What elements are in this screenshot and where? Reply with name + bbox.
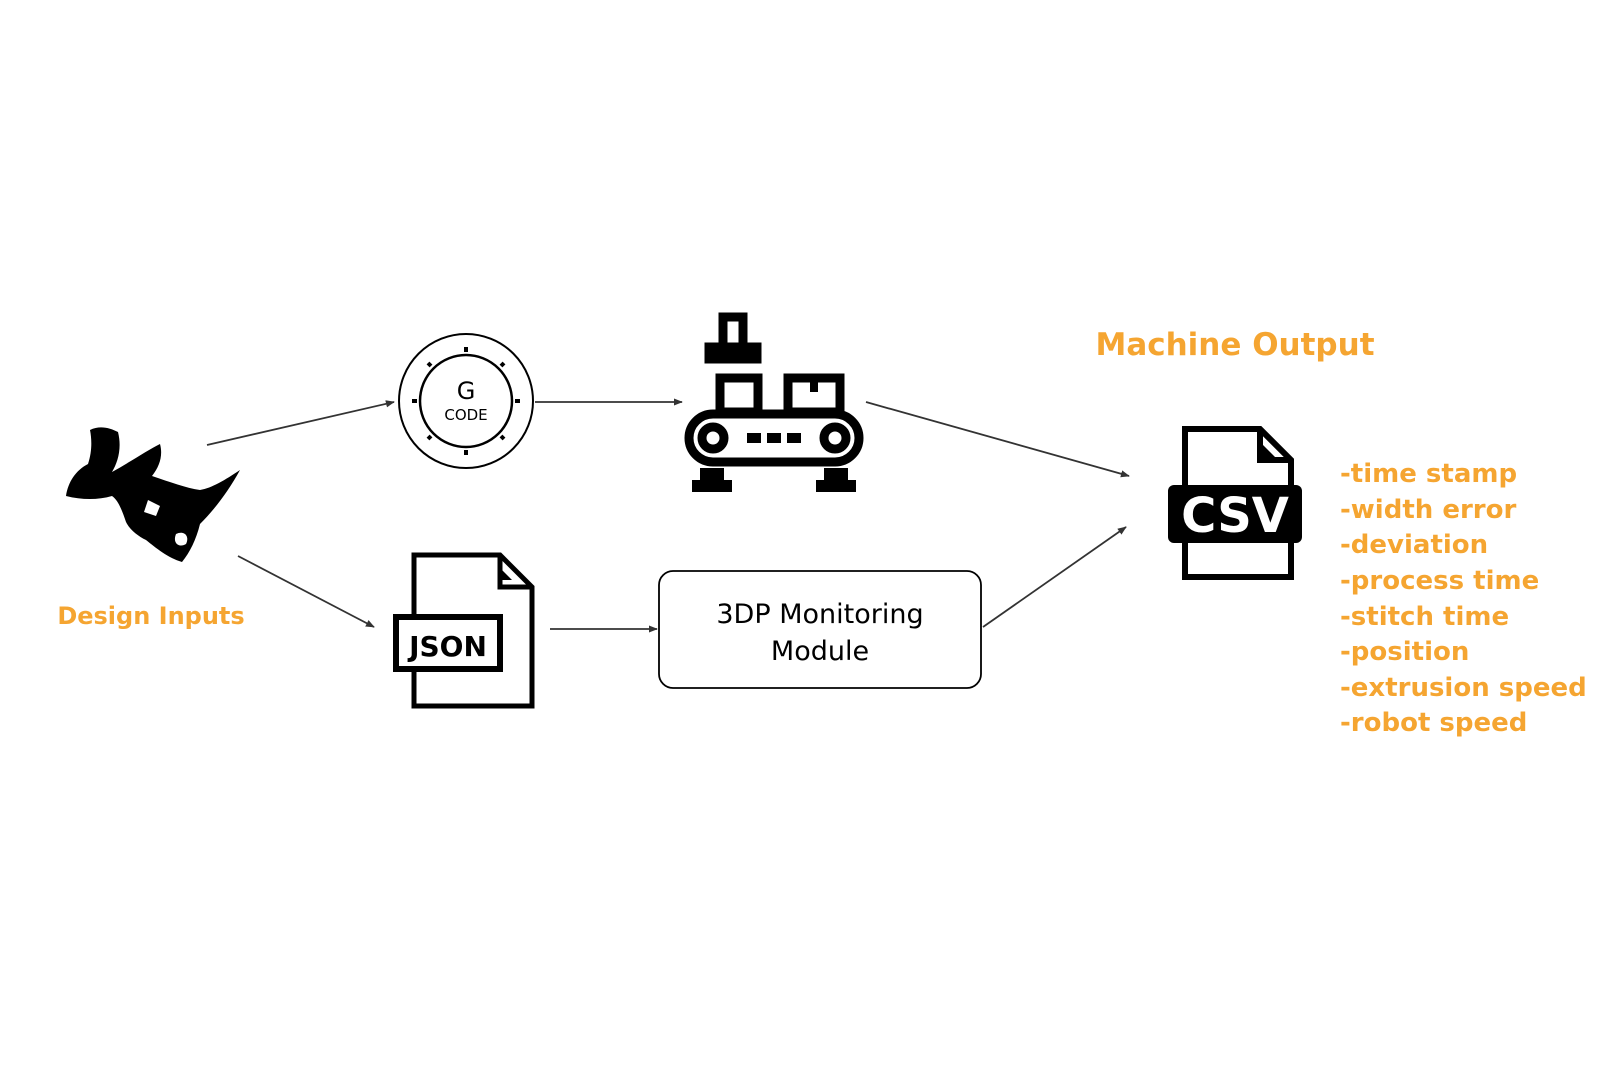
output-field: -deviation <box>1340 530 1488 560</box>
arrow-rhino-to-gcode <box>206 400 395 446</box>
arrow-rhino-to-json <box>237 555 375 628</box>
output-field: -position <box>1340 637 1469 667</box>
monitoring-module-box: 3DP Monitoring Module <box>658 570 982 689</box>
output-field: -robot speed <box>1340 708 1527 738</box>
csv-label: CSV <box>1181 488 1289 544</box>
output-field-list: -time stamp -width error -deviation -pro… <box>1340 459 1587 738</box>
gcode-letter: G <box>457 377 476 405</box>
module-line-1: 3DP Monitoring <box>716 599 923 630</box>
output-field: -time stamp <box>1340 459 1517 489</box>
module-line-2: Module <box>771 636 869 667</box>
output-field: -stitch time <box>1340 602 1509 632</box>
arrow-module-to-csv <box>982 526 1127 628</box>
rhino-icon <box>66 427 240 562</box>
gcode-icon: G CODE <box>398 333 534 469</box>
output-field: -width error <box>1340 495 1516 525</box>
design-inputs-label: Design Inputs <box>57 602 244 630</box>
machine-output-title: Machine Output <box>1095 327 1374 363</box>
conveyor-machine-icon <box>684 312 864 492</box>
output-field: -extrusion speed <box>1340 673 1587 703</box>
gcode-word: CODE <box>444 406 487 424</box>
arrow-machine-to-csv <box>865 401 1130 478</box>
output-field: -process time <box>1340 566 1539 596</box>
csv-file-icon: CSV <box>1168 426 1302 580</box>
json-label: JSON <box>407 630 487 663</box>
json-file-icon: JSON <box>393 552 535 709</box>
